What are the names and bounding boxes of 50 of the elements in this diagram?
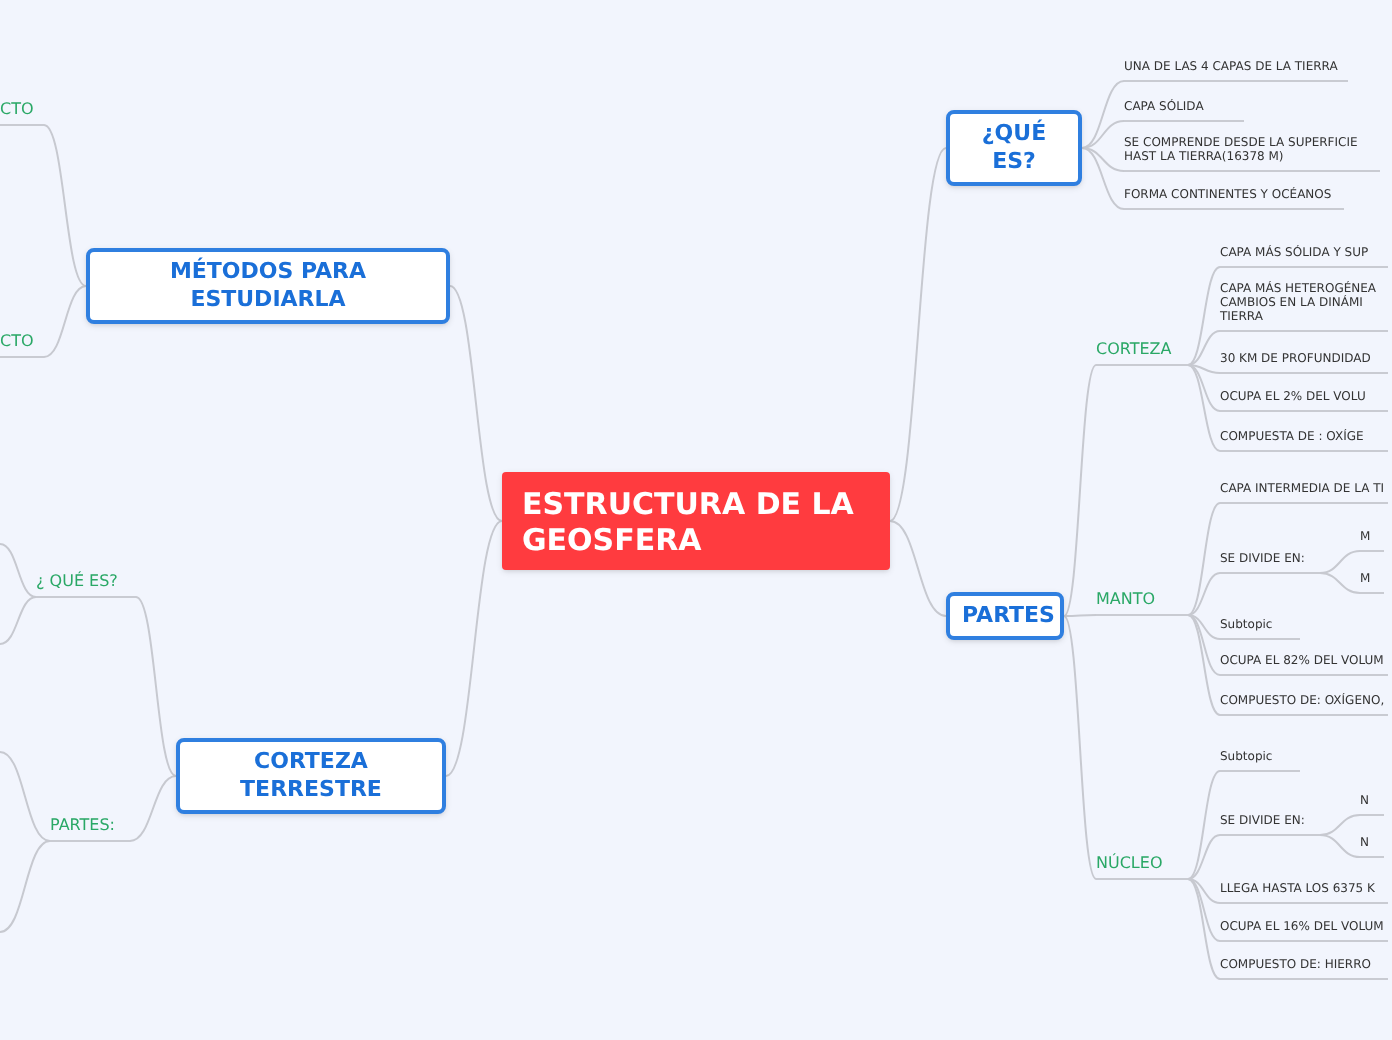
connector-line bbox=[0, 751, 51, 842]
subtopic-label: PARTES: bbox=[50, 816, 130, 842]
subtopic-label: CTO bbox=[0, 332, 44, 358]
connector-line bbox=[1081, 120, 1125, 149]
central-topic-box: ESTRUCTURA DE LA GEOSFERA bbox=[502, 472, 890, 570]
connector-line bbox=[43, 124, 87, 287]
connector-line bbox=[1081, 80, 1125, 149]
connector-line bbox=[1187, 266, 1221, 366]
subtopic-label: NÚCLEO bbox=[1096, 854, 1188, 880]
connector-line bbox=[43, 285, 87, 358]
connector-line bbox=[1187, 878, 1221, 904]
connector-line bbox=[1319, 572, 1361, 594]
connector-line bbox=[1063, 615, 1097, 880]
subtopic-label: CORTEZA bbox=[1096, 340, 1188, 366]
topic-box: MÉTODOS PARA ESTUDIARLA bbox=[86, 248, 450, 324]
connector-line bbox=[1187, 330, 1221, 366]
topic-box: ¿QUÉ ES? bbox=[946, 110, 1082, 186]
connector-line bbox=[445, 520, 503, 777]
connector-line bbox=[129, 775, 177, 842]
connector-line bbox=[1081, 147, 1125, 210]
connector-line bbox=[1187, 878, 1221, 942]
connector-line bbox=[1187, 834, 1221, 880]
topic-box: CORTEZA TERRESTRE bbox=[176, 738, 446, 814]
connector-line bbox=[1187, 364, 1221, 412]
connector-line bbox=[889, 520, 947, 617]
connector-line bbox=[1063, 364, 1097, 617]
connector-line bbox=[1081, 147, 1125, 172]
topic-box: PARTES bbox=[946, 592, 1064, 640]
connector-line bbox=[135, 596, 177, 777]
connector-line bbox=[1187, 614, 1221, 640]
connector-line bbox=[1187, 614, 1221, 676]
subtopic-label: ¿ QUÉ ES? bbox=[36, 572, 136, 598]
subtopic-label: MANTO bbox=[1096, 590, 1188, 616]
connector-line bbox=[1187, 502, 1221, 616]
subtopic-label: CTO bbox=[0, 100, 44, 126]
connector-line bbox=[0, 840, 51, 933]
connector-line bbox=[449, 285, 503, 522]
connector-line bbox=[1187, 614, 1221, 716]
connector-line bbox=[1187, 572, 1221, 616]
connector-line bbox=[889, 147, 947, 522]
connector-line bbox=[1187, 878, 1221, 980]
connector-line bbox=[1187, 364, 1221, 374]
connector-line bbox=[1319, 834, 1361, 858]
connector-line bbox=[1319, 814, 1361, 836]
connector-line bbox=[1187, 364, 1221, 452]
connector-line bbox=[0, 543, 37, 598]
connector-line bbox=[0, 596, 37, 645]
connector-line bbox=[1187, 770, 1221, 880]
connector-line bbox=[1319, 550, 1361, 574]
connector-line bbox=[1063, 614, 1097, 617]
